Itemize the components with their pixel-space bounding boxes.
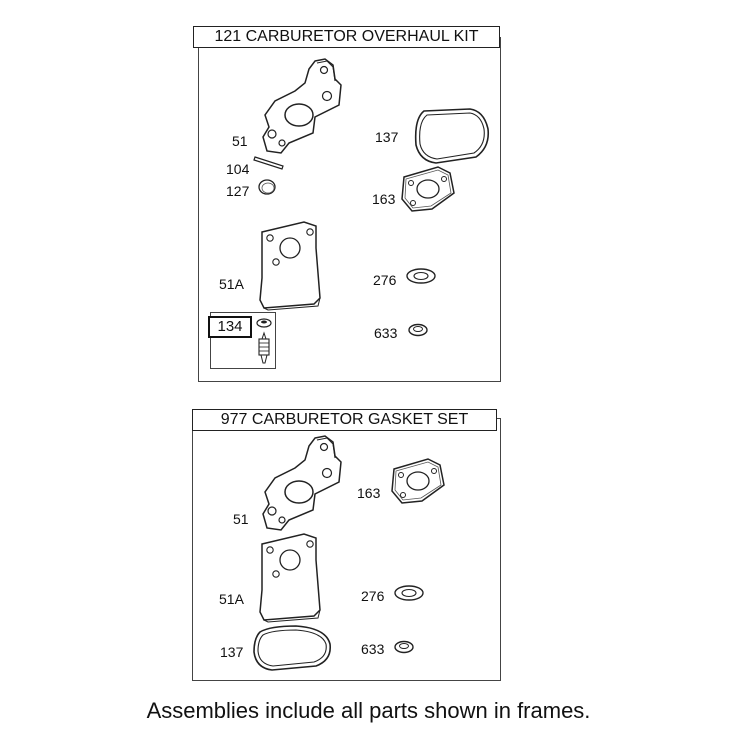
- part-label-51a: 51A: [219, 276, 244, 292]
- gasket-51-drawing-set: [262, 435, 342, 531]
- oring-137-drawing-set: [253, 625, 332, 671]
- part-label-137: 137: [375, 129, 399, 145]
- part-label-276-set: 276: [361, 588, 385, 604]
- gasket-51a-drawing: [259, 221, 321, 311]
- part-label-137-set: 137: [220, 644, 244, 660]
- part-label-104: 104: [226, 161, 250, 177]
- gasket-51-drawing: [262, 58, 342, 154]
- kit-title-gasket-set: 977 CARBURETOR GASKET SET: [192, 409, 497, 431]
- part-label-51-set: 51: [233, 511, 249, 527]
- plug-127-drawing: [258, 179, 276, 195]
- part-label-134: 134: [208, 316, 252, 338]
- washer-276-drawing: [406, 268, 436, 284]
- washer-633-drawing: [408, 323, 428, 337]
- kit-frame-gasket-set: [192, 418, 501, 681]
- part-label-163: 163: [372, 191, 396, 207]
- gasket-51a-drawing-set: [259, 533, 321, 623]
- oring-137-drawing: [414, 108, 490, 164]
- kit-title-overhaul: 121 CARBURETOR OVERHAUL KIT: [193, 26, 500, 48]
- part-label-633: 633: [374, 325, 398, 341]
- part-label-163-set: 163: [357, 485, 381, 501]
- washer-633-drawing-set: [394, 640, 414, 654]
- gasket-163-drawing-set: [391, 458, 445, 504]
- part-label-51: 51: [232, 133, 248, 149]
- footer-note: Assemblies include all parts shown in fr…: [146, 698, 591, 723]
- needle-valve-134-drawing: [256, 318, 272, 364]
- part-label-276: 276: [373, 272, 397, 288]
- gasket-163-drawing: [401, 166, 455, 212]
- part-label-127: 127: [226, 183, 250, 199]
- washer-276-drawing-set: [394, 585, 424, 601]
- pin-104-drawing: [253, 156, 284, 170]
- part-label-633-set: 633: [361, 641, 385, 657]
- part-label-51a-set: 51A: [219, 591, 244, 607]
- subassembly-134-box: [210, 312, 276, 369]
